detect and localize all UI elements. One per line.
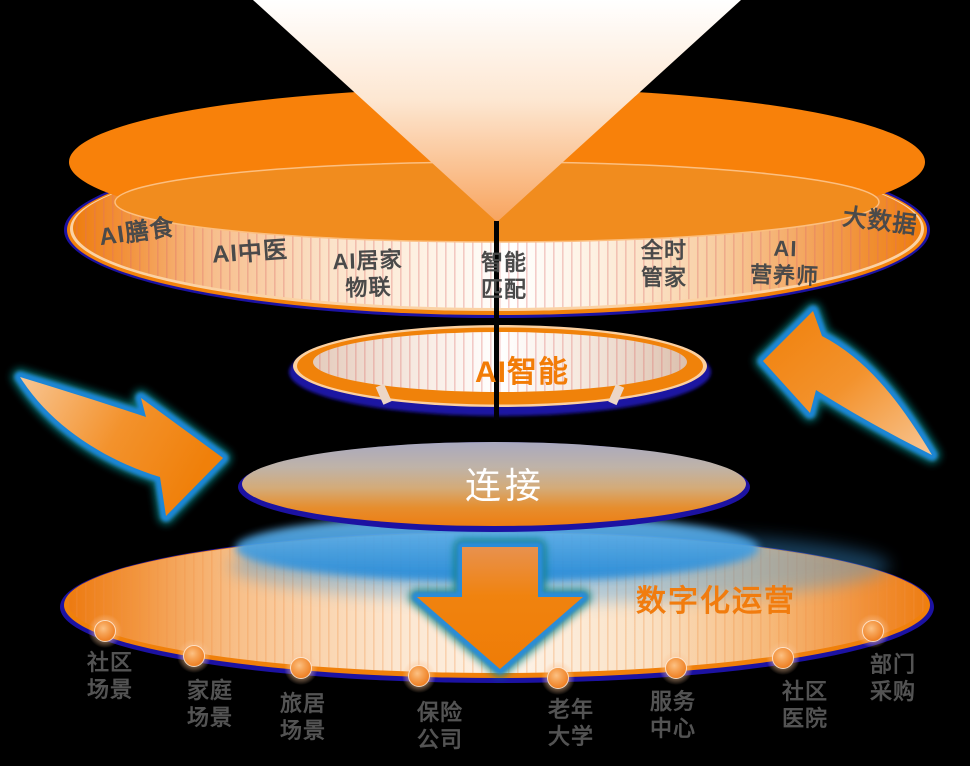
connect-disc-label: 连接 (464, 465, 545, 506)
connect-disc-surface (242, 442, 746, 526)
down-arrow-icon (409, 539, 591, 677)
node-label-travel-scene: 旅居 场景 (279, 691, 326, 743)
node-label-home-scene: 家庭 场景 (186, 678, 233, 730)
ai-ring (289, 325, 711, 416)
node-label-community-scene: 社区 场景 (86, 650, 133, 702)
connect-disc (238, 442, 750, 532)
node-label-insurance-company: 保险 公司 (416, 700, 463, 752)
top-disc-label-ai-home-iot: AI居家 物联 (332, 246, 403, 301)
scene-node-dots (88, 614, 890, 695)
node-dot (402, 659, 436, 693)
node-label-department-procurement: 部门 采购 (869, 652, 916, 704)
axis-line (494, 221, 499, 420)
node-dot (88, 614, 122, 648)
node-dot (541, 661, 575, 695)
flow-arrow-right-icon (754, 302, 941, 464)
ai-ring-notch-left (375, 383, 392, 405)
node-dot (766, 641, 800, 675)
node-label-service-center: 服务 中心 (649, 689, 696, 741)
bottom-disc-label: 数字化运营 (636, 585, 796, 618)
node-dot (177, 639, 211, 673)
node-dot (856, 614, 890, 648)
ai-ring-label: AI智能 (475, 356, 569, 389)
node-dot (659, 651, 693, 685)
flow-arrow-left-icon (11, 368, 232, 525)
ai-ring-interior-stripes (313, 332, 687, 392)
top-disc-label-smart-match: 智能 匹配 (480, 250, 527, 302)
node-dot (284, 651, 318, 685)
node-label-senior-university: 老年 大学 (547, 697, 594, 749)
ai-ring-notch-right (608, 384, 625, 406)
node-label-community-hospital: 社区 医院 (781, 679, 828, 731)
funnel-icon (253, 0, 741, 222)
top-disc-label-fulltime-butler: 全时 管家 (640, 238, 687, 290)
top-disc-label-ai-nutritionist: AI 营养师 (749, 235, 820, 290)
